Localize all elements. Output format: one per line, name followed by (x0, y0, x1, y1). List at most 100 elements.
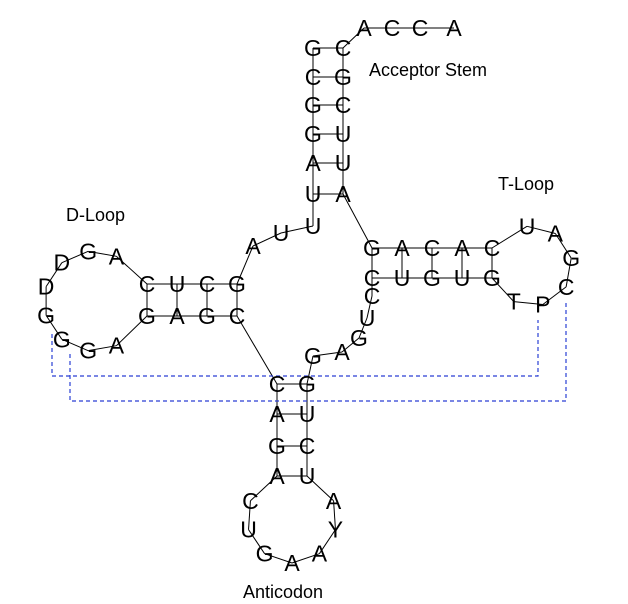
nucleotide-tB3: U (454, 265, 471, 291)
backbone-connector-2 (252, 232, 282, 247)
nucleotide-al5: Y (328, 517, 343, 543)
nucleotide-tT1: A (394, 235, 410, 261)
nucleotide-vl4: C (364, 283, 381, 309)
backbone-ac-loop-7 (306, 475, 334, 502)
nucleotide-dl3: D (38, 274, 55, 300)
nucleotide-dl0: A (109, 243, 125, 269)
nucleotide-acR2: C (299, 433, 316, 459)
backbone-connector-3 (236, 245, 254, 285)
nucleotide-tB2: G (423, 265, 441, 291)
nucleotide-accL3: G (304, 121, 322, 147)
nucleotide-tB0: C (364, 265, 381, 291)
backbone-variable-3 (341, 337, 360, 353)
nucleotide-al0: C (242, 488, 259, 514)
nucleotide-vl0: G (304, 343, 322, 369)
backbone-d-loop-5 (45, 315, 63, 340)
label-t-loop: T-Loop (498, 174, 554, 194)
nucleotide-accR5: A (335, 181, 351, 207)
nucleotide-tT4: C (484, 235, 501, 261)
backbone-ac-loop-3 (264, 553, 293, 564)
label-acceptor-stem: Acceptor Stem (369, 60, 487, 80)
label-d-loop: D-Loop (66, 205, 125, 225)
nucleotide-acL1: A (269, 401, 285, 427)
tertiary-interactions (51, 300, 567, 402)
nucleotide-acR0: G (298, 371, 316, 397)
nucleotide-tail2: C (412, 15, 429, 41)
nucleotide-tl1: A (548, 221, 564, 247)
backbone-variable-4 (312, 351, 343, 357)
backbone-d-loop-2 (61, 250, 89, 264)
backbone-d-loop-1 (88, 250, 117, 257)
backbone-d-loop-8 (116, 315, 148, 347)
nucleotide-tl3: C (558, 274, 575, 300)
backbone-ac-loop-4 (291, 553, 320, 564)
nucleotide-vl3: U (359, 305, 376, 331)
nucleotide-dT0: C (139, 271, 156, 297)
nucleotide-dB0: G (138, 303, 156, 329)
nucleotide-al4: A (312, 541, 328, 567)
nucleotide-acR1: U (299, 401, 316, 427)
nucleotide-acL0: C (269, 371, 286, 397)
backbone-and-pairs (45, 27, 572, 564)
backbone-acc-to-t-0 (342, 193, 373, 249)
nucleotide-accL4: A (305, 150, 321, 176)
backbone-ac-loop-5 (318, 529, 336, 554)
nucleotide-tl0: U (519, 213, 536, 239)
nucleotide-accL0: G (304, 35, 322, 61)
nucleotide-accR4: U (335, 150, 352, 176)
backbone-ac-loop-2 (248, 529, 266, 554)
nucleotide-tl4: P (535, 292, 550, 318)
nucleotide-tail1: C (384, 15, 401, 41)
nucleotide-vl2: G (350, 325, 368, 351)
backbone-variable-5 (306, 355, 314, 385)
nucleotide-acL2: G (268, 433, 286, 459)
backbone-t-loop-0 (491, 225, 528, 249)
backbone-variable-2 (358, 317, 368, 339)
nucleotide-dl2: D (54, 250, 71, 276)
nucleotide-tT0: G (363, 235, 381, 261)
nucleotide-dB2: G (198, 303, 216, 329)
nucleotide-tl2: G (562, 245, 580, 271)
backbone-tail-0 (342, 27, 365, 49)
nucleotide-accR1: G (334, 64, 352, 90)
backbone-connector-1 (280, 225, 314, 234)
nucleotide-acL3: A (269, 463, 285, 489)
backbone-t-loop-5 (513, 301, 543, 306)
nucleotide-acR3: U (299, 463, 316, 489)
nucleotide-vl1: A (334, 339, 350, 365)
backbone-t-loop-2 (554, 233, 572, 259)
nucleotide-tT3: A (454, 235, 470, 261)
nucleotide-con1: U (273, 220, 290, 246)
nucleotide-dl1: G (79, 238, 97, 264)
nucleotide-al1: U (240, 517, 257, 543)
nucleotide-accL5: U (305, 181, 322, 207)
backbone-ac-loop-6 (333, 500, 336, 530)
nucleotide-tl5: T (507, 289, 521, 315)
nucleotide-dl5: G (53, 326, 71, 352)
backbone-t-loop-3 (565, 257, 572, 287)
label-anticodon: Anticodon (243, 582, 323, 602)
nucleotide-tail0: A (356, 15, 372, 41)
nucleotide-al2: G (256, 541, 274, 567)
nucleotide-tT2: C (424, 235, 441, 261)
backbone-ac-loop-1 (248, 500, 251, 530)
backbone-ac-loop-0 (250, 475, 278, 502)
nucleotide-accR0: C (335, 35, 352, 61)
nucleotide-dT2: C (199, 271, 216, 297)
nucleotide-dB1: A (169, 303, 185, 329)
nucleotide-con0: A (245, 233, 261, 259)
nucleotide-accR3: U (335, 121, 352, 147)
nucleotide-con2: U (305, 213, 322, 239)
nucleotide-dT1: U (169, 271, 186, 297)
nucleotide-dl6: G (79, 338, 97, 364)
nucleotide-al6: A (326, 488, 342, 514)
backbone-t-loop-1 (526, 225, 556, 235)
nucleotide-accR2: C (335, 92, 352, 118)
nucleotide-tail3: A (446, 15, 462, 41)
tertiary-link-g-p (51, 320, 539, 377)
nucleotide-dB3: C (229, 303, 246, 329)
backbone-variable-1 (366, 295, 373, 319)
nucleotide-dl7: A (109, 333, 125, 359)
